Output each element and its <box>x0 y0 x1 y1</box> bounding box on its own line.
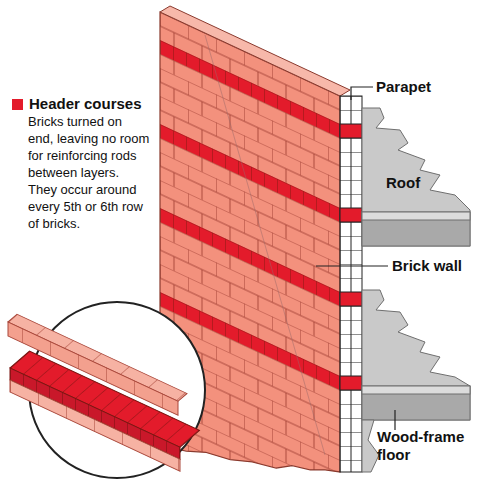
part-label: Wood-frame floor <box>377 428 473 464</box>
header-course <box>160 208 340 306</box>
roof-slab <box>362 212 470 246</box>
wood-frame-floor <box>362 386 470 420</box>
wall-section <box>340 96 362 472</box>
roof-shape <box>362 108 470 246</box>
part-label: Brick wall <box>392 257 492 275</box>
leader-line <box>394 410 395 430</box>
floor-band <box>362 386 470 394</box>
section-header-brick <box>340 208 362 222</box>
leader-line <box>351 87 373 100</box>
crack-line <box>205 35 325 455</box>
lower-section <box>362 420 379 472</box>
section-header-brick <box>340 124 362 138</box>
part-label: Parapet <box>376 78 476 96</box>
node-text: Roof <box>386 174 446 192</box>
leader-line <box>316 265 388 266</box>
floor-section <box>362 290 470 420</box>
description-text: Bricks turned on end, leaving no room fo… <box>28 113 150 232</box>
header-front-face <box>10 368 180 459</box>
legend-item: Header courses <box>12 95 142 113</box>
strip-under-face <box>10 380 180 471</box>
section-header-brick <box>340 376 362 390</box>
header-course <box>160 40 340 138</box>
roof-section: Roof <box>362 106 474 248</box>
wall-top <box>160 6 350 96</box>
header-strip <box>10 342 200 480</box>
node-text-group: Roof <box>386 174 446 192</box>
legend-swatch <box>12 99 23 110</box>
section-header-brick <box>340 292 362 306</box>
header-course <box>160 124 340 222</box>
legend-text: Header courses <box>29 95 142 113</box>
slab-band <box>362 212 470 220</box>
